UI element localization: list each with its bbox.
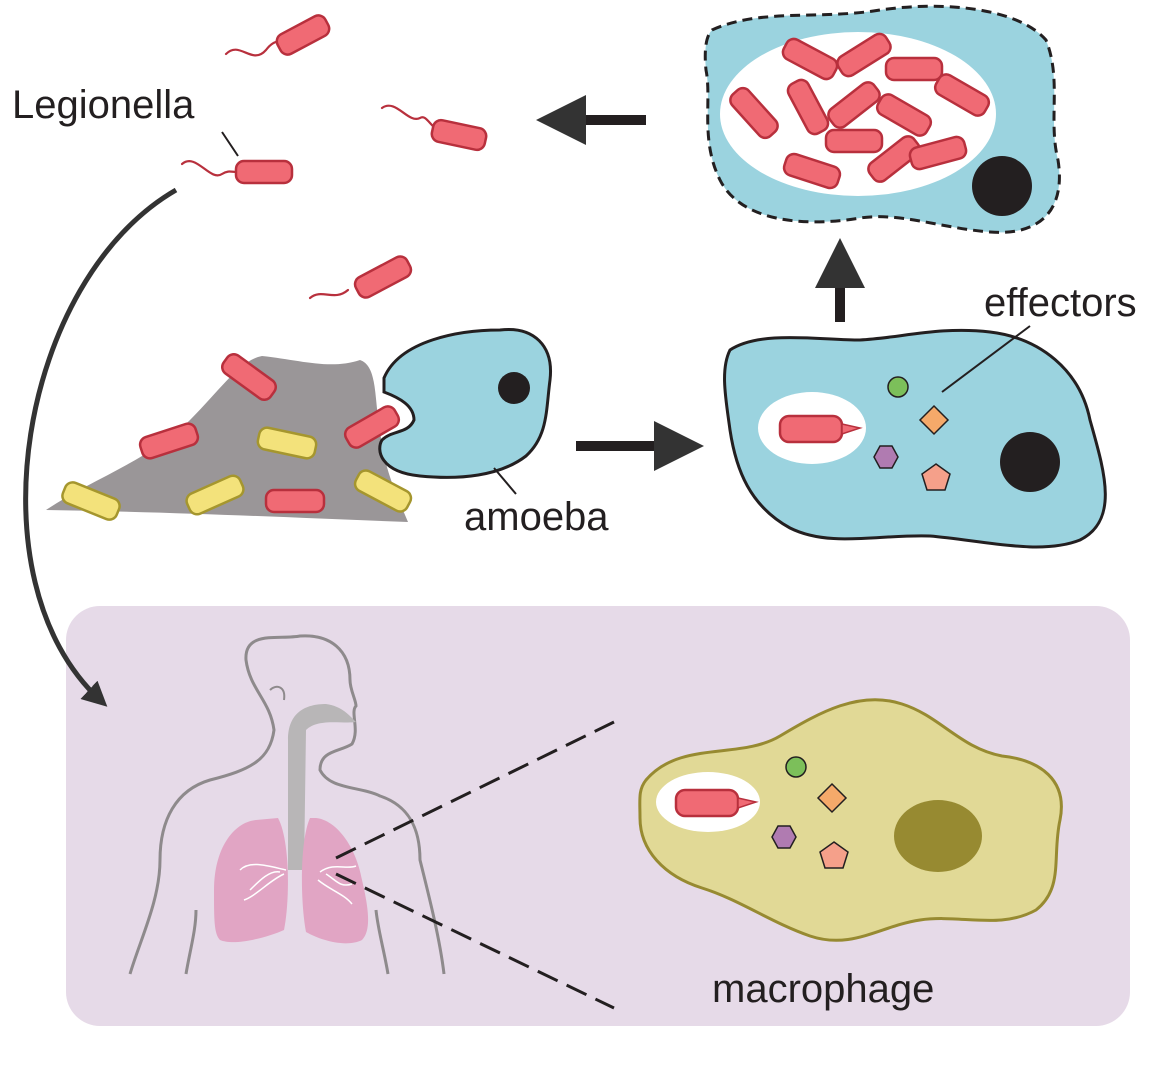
amoeba	[378, 328, 552, 479]
free-legionella-4	[308, 255, 413, 300]
legionella-label: Legionella	[12, 83, 195, 127]
replicating-amoeba	[703, 4, 1061, 234]
effector-diamond	[816, 782, 848, 814]
macrophage	[638, 698, 1063, 942]
effectors-label: effectors	[984, 281, 1137, 325]
macrophage-nucleus	[894, 800, 982, 872]
nucleus	[972, 156, 1032, 216]
effector-hexagon	[873, 445, 899, 469]
amoeba-label: amoeba	[464, 495, 609, 539]
effector-circle	[785, 756, 807, 778]
effector-hexagon	[771, 825, 797, 849]
free-legionella-2	[380, 104, 488, 152]
zoom-line-bottom	[335, 872, 615, 1010]
macrophage-label: macrophage	[712, 967, 934, 1011]
effector-pentagon	[921, 463, 951, 491]
human-torso-lungs-icon	[128, 634, 446, 975]
infection-arrow	[23, 187, 178, 707]
effector-circle	[887, 376, 909, 398]
nucleus	[498, 372, 530, 404]
infected-amoeba	[723, 328, 1107, 549]
biofilm	[46, 352, 413, 522]
effectors-leader-line	[941, 325, 1031, 393]
effector-pentagon	[819, 841, 849, 869]
effector-diamond	[918, 404, 950, 436]
nucleus	[1000, 432, 1060, 492]
legionella-leader-line	[221, 131, 239, 157]
free-legionella-1	[224, 14, 331, 57]
amoeba-leader-line	[493, 467, 517, 495]
free-legionella-3	[180, 159, 294, 185]
zoom-line-top	[335, 720, 615, 860]
